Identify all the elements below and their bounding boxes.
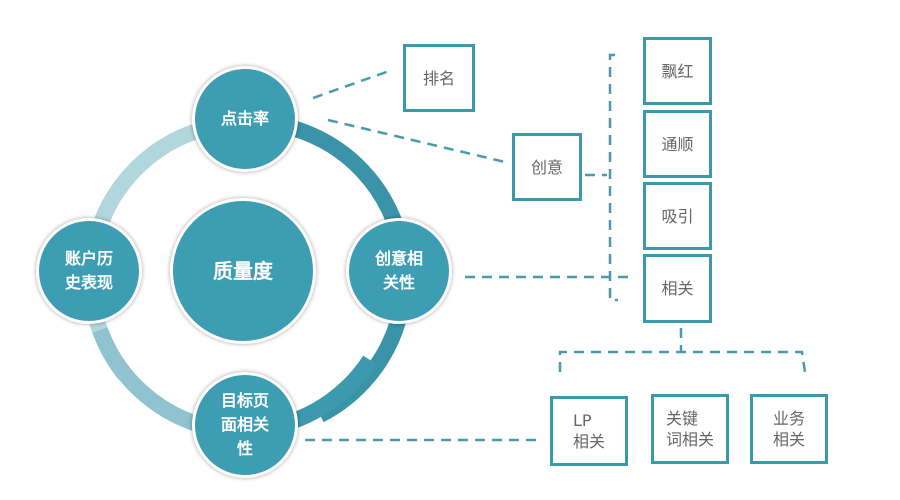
node-account-history: 账户历 史表现	[36, 218, 142, 324]
box-keyword-relevance: 关键 词相关	[651, 394, 729, 464]
node-creative-relevance: 创意相 关性	[346, 218, 452, 324]
box-creative: 创意	[512, 133, 582, 201]
box-lp-relevance: LP 相关	[550, 396, 628, 466]
box-attract: 吸引	[643, 182, 712, 250]
dash-bracket	[608, 53, 618, 302]
node-landing-relevance: 目标页 面相关 性	[192, 372, 298, 478]
dash-ctr-to-creative	[327, 118, 506, 164]
box-business-relevance: 业务 相关	[750, 394, 828, 464]
dash-ctr-to-rank	[312, 68, 393, 100]
dash-branch	[558, 350, 807, 373]
box-fluent: 通顺	[643, 110, 712, 178]
box-relevant: 相关	[643, 254, 712, 323]
ring-light-arc-bottom	[92, 327, 203, 433]
center-quality-score: 质量度	[170, 198, 316, 344]
box-rank: 排名	[403, 44, 475, 112]
box-highlight: 飘红	[643, 37, 712, 105]
node-ctr: 点击率	[192, 66, 298, 172]
